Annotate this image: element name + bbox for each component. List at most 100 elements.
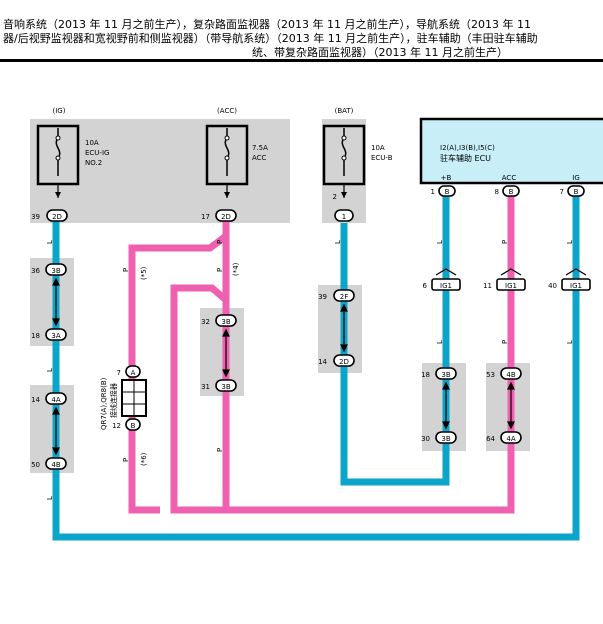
connector-IG1-11: IG1 11 [483, 268, 526, 291]
svg-text:50: 50 [31, 461, 40, 469]
connector-2D-17: 2D 17 [201, 209, 237, 222]
svg-text:L: L [566, 340, 574, 344]
svg-text:3B: 3B [221, 318, 230, 326]
fuse-source-acc: (ACC) [217, 107, 237, 115]
svg-text:(*5): (*5) [140, 266, 148, 280]
svg-text:L: L [46, 240, 54, 244]
svg-text:3A: 3A [51, 332, 60, 340]
connector-2F-39: 2F 39 [318, 289, 355, 302]
fuse-name-ig: ECU-IG [85, 149, 109, 157]
fuse-ecu-b: (BAT) 10A ECU-B [322, 107, 393, 198]
svg-text:P: P [501, 240, 509, 244]
ecu-term-label-acc: ACC [502, 174, 517, 182]
svg-text:L: L [46, 368, 54, 372]
svg-text:P: P [122, 268, 130, 272]
connector-3A-18: 3A 18 [31, 328, 67, 341]
connector-3B-30: 3B 30 [421, 431, 457, 444]
svg-text:P: P [122, 458, 130, 462]
svg-text:L: L [566, 240, 574, 244]
ecu-terminal-acc: B 8 [495, 185, 520, 197]
svg-text:3B: 3B [441, 435, 450, 443]
ecu-box [419, 117, 603, 185]
svg-text:14: 14 [318, 358, 327, 366]
svg-text:39: 39 [318, 293, 327, 301]
fuse-rating-bat: 10A [371, 144, 385, 152]
svg-text:53: 53 [486, 371, 495, 379]
connector-IG1-6: IG1 6 [423, 268, 461, 291]
svg-text:P: P [501, 340, 509, 344]
svg-text:4B: 4B [51, 461, 60, 469]
connector-IG1-40: IG1 40 [548, 268, 591, 291]
svg-text:8: 8 [495, 188, 499, 196]
svg-text:17: 17 [201, 213, 210, 221]
fuse-name-bat: ECU-B [371, 154, 393, 162]
svg-text:18: 18 [31, 332, 40, 340]
svg-text:18: 18 [421, 371, 430, 379]
fuse-ecu-ig: (IG) 10A ECU-IG NO.2 [36, 107, 109, 198]
light-blue-wires [52, 196, 580, 541]
connector-4B-50: 4B 50 [31, 457, 67, 470]
svg-text:2D: 2D [52, 213, 62, 221]
connector-4A-64: 4A 64 [486, 431, 522, 444]
header-line-3: 统、带复杂路面监视器）（2013 年 11 月之前生产） [252, 46, 508, 58]
header-line-1: 音响系统（2013 年 11 月之前生产），复杂路面监视器（2013 年 11 … [3, 18, 531, 31]
ecu-term-label-ig: IG [572, 174, 580, 182]
connector-3B-31: 3B 31 [201, 379, 237, 392]
svg-text:IG1: IG1 [440, 282, 452, 290]
wire-color-labels: L L L L L L L L P P P P P P P [46, 240, 574, 500]
fuse-name-acc: ACC [252, 154, 267, 162]
wire-bat [340, 196, 450, 486]
fuse-rating-ig: 10A [85, 139, 99, 147]
ecu-terminal-b: B 1 [431, 185, 456, 197]
svg-text:11: 11 [483, 282, 492, 290]
svg-text:(*6): (*6) [140, 452, 148, 466]
svg-text:40: 40 [548, 282, 557, 290]
svg-text:A: A [131, 369, 136, 377]
svg-text:7: 7 [117, 369, 121, 377]
svg-text:P: P [216, 240, 224, 244]
svg-text:2: 2 [333, 193, 337, 201]
svg-text:32: 32 [201, 318, 210, 326]
svg-text:3B: 3B [221, 383, 230, 391]
ecu-code: I2(A),I3(B),I5(C) [440, 144, 495, 152]
fuse-acc: (ACC) 7.5A ACC [205, 107, 268, 198]
fuse-source-ig: (IG) [53, 107, 66, 115]
fuse-rating-acc: 7.5A [252, 144, 268, 152]
svg-text:3B: 3B [441, 371, 450, 379]
svg-text:B: B [131, 422, 136, 430]
svg-text:12: 12 [112, 422, 121, 430]
svg-text:6: 6 [423, 282, 428, 290]
svg-text:(*4): (*4) [232, 262, 240, 276]
fuse-name2-ig: NO.2 [85, 159, 102, 167]
connector-3B-18: 3B 18 [421, 367, 457, 380]
svg-text:7: 7 [560, 188, 564, 196]
fuse-panel-left [30, 119, 290, 223]
svg-text:B: B [445, 188, 450, 196]
svg-text:1: 1 [431, 188, 435, 196]
connector-1-2: 1 2 [333, 193, 354, 222]
junction-name: 接线连接器 [109, 383, 118, 418]
wire-acc-branch-b [170, 284, 229, 514]
ecu-terminal-ig: B 7 [560, 185, 585, 197]
svg-text:64: 64 [486, 435, 495, 443]
svg-text:4A: 4A [506, 435, 515, 443]
svg-text:39: 39 [31, 213, 40, 221]
svg-text:2F: 2F [340, 293, 348, 301]
junction-code: QR7(A),QR8(B) [100, 377, 108, 430]
svg-text:2D: 2D [221, 213, 231, 221]
svg-text:L: L [334, 240, 342, 244]
connector-pair-arrows [52, 277, 515, 456]
ecu-term-label-b: +B [441, 174, 452, 182]
svg-text:P: P [216, 268, 224, 272]
note-markers: (*5) (*4) (*6) [140, 262, 240, 466]
header-line-2: 器/后视野监视器和宽视野前和侧监视器）（带导航系统）（2013 年 11 月之前… [3, 32, 538, 45]
fuse-source-bat: (BAT) [335, 107, 354, 115]
svg-text:31: 31 [201, 383, 210, 391]
svg-text:36: 36 [31, 267, 40, 275]
svg-text:L: L [436, 240, 444, 244]
wire-ig-main [52, 196, 580, 541]
svg-text:30: 30 [421, 435, 430, 443]
svg-text:B: B [574, 188, 579, 196]
svg-text:P: P [216, 448, 224, 452]
